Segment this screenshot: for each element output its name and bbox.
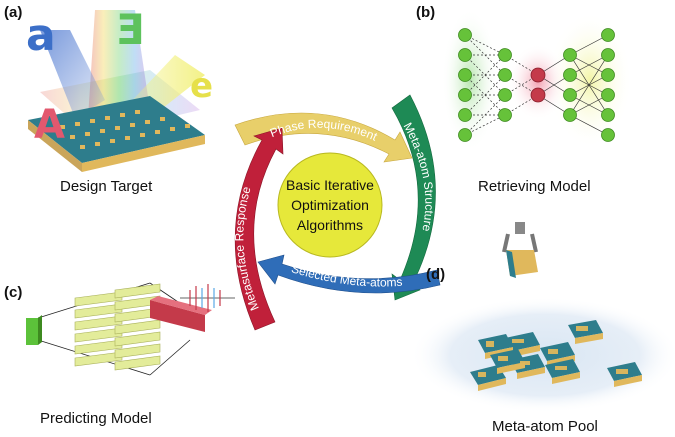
arrow-meta-atom-structure bbox=[391, 94, 436, 301]
panel-tag-a: (a) bbox=[4, 4, 23, 21]
letter-e-yellow: e bbox=[190, 66, 213, 106]
center-line-2: Optimization bbox=[291, 197, 369, 213]
arrow-selected-meta-atoms bbox=[257, 254, 441, 294]
panel-tag-d: (d) bbox=[426, 266, 446, 283]
cycle-label-bottom: Selected Meta-atoms bbox=[290, 261, 403, 289]
retrieving-model-network bbox=[442, 8, 632, 152]
center-line-1: Basic Iterative bbox=[286, 177, 374, 193]
letter-A-red: A bbox=[34, 102, 65, 148]
letter-E-green: E bbox=[116, 5, 145, 54]
caption-meta-atom-pool: Meta-atom Pool bbox=[492, 418, 598, 435]
caption-predicting-model: Predicting Model bbox=[40, 410, 152, 427]
panel-tag-c: (c) bbox=[4, 284, 23, 301]
panel-tag-b: (b) bbox=[416, 4, 436, 21]
design-target-illustration bbox=[28, 10, 205, 172]
caption-retrieving-model: Retrieving Model bbox=[478, 178, 591, 195]
cycle-arrows bbox=[234, 94, 441, 331]
cycle-label-bottom-path: Selected Meta-atoms bbox=[290, 261, 403, 289]
arrow-phase-requirement bbox=[234, 112, 413, 163]
predicting-model-network bbox=[26, 282, 235, 376]
arrow-metasurface-response bbox=[234, 127, 284, 331]
center-circle bbox=[277, 152, 383, 258]
meta-atom-pool-floor bbox=[410, 297, 675, 413]
caption-design-target: Design Target bbox=[60, 178, 153, 195]
letter-a-small: a bbox=[26, 10, 56, 61]
center-line-3: Algorithms bbox=[297, 217, 363, 233]
meta-atom-tiles bbox=[470, 222, 642, 391]
